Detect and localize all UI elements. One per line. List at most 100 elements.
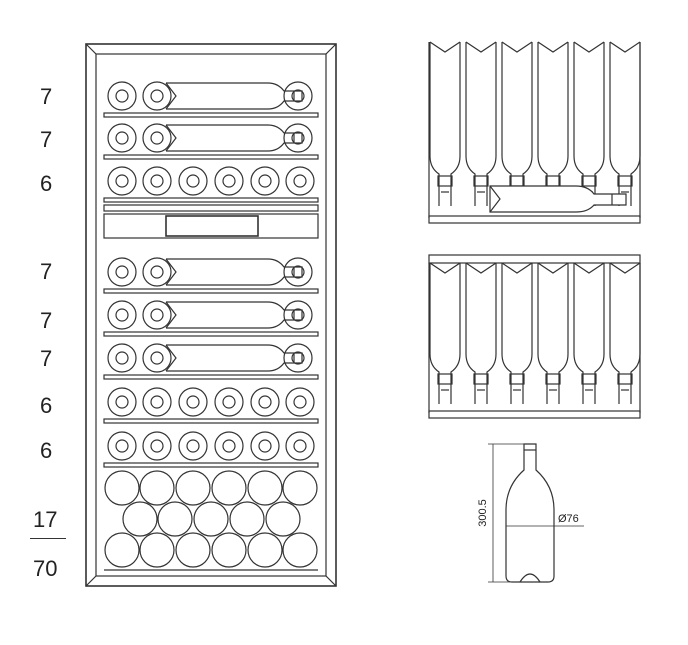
bottle-punt xyxy=(115,308,129,322)
bottle-punt xyxy=(150,131,164,145)
bottle-end xyxy=(193,501,229,537)
bottle-standing xyxy=(429,41,461,206)
shelf-detail-view-upper xyxy=(428,41,641,224)
bottle-base-notch xyxy=(465,41,497,53)
bottle-body xyxy=(429,263,461,404)
bottle-end xyxy=(107,81,137,111)
bottle-end xyxy=(283,300,313,330)
bottle-body xyxy=(501,42,533,206)
bottle-standing xyxy=(501,41,533,206)
frame-corner xyxy=(325,43,337,55)
shelf-rail xyxy=(103,418,319,424)
bottle-punt xyxy=(258,174,272,188)
bottle-end xyxy=(107,123,137,153)
bottle-base-notch xyxy=(537,262,569,274)
bottle-base-notch xyxy=(165,258,177,286)
shelf-rail xyxy=(103,197,319,203)
bottle-end xyxy=(282,470,318,506)
bottle-punt xyxy=(293,439,307,453)
shelf-rail xyxy=(103,374,319,380)
bottle-base-notch xyxy=(573,262,605,274)
bottle-base-notch xyxy=(489,185,501,213)
bottle-end xyxy=(139,532,175,568)
bottle-end xyxy=(265,501,301,537)
bottle-neck xyxy=(581,175,597,187)
bottle-end xyxy=(178,166,208,196)
bottle-end xyxy=(142,431,172,461)
bottle-body xyxy=(489,185,627,213)
cabinet-front-view xyxy=(85,43,337,587)
bottle-punt xyxy=(293,395,307,409)
bottle-body xyxy=(573,263,605,404)
bottle-body xyxy=(609,263,641,404)
frame-corner xyxy=(325,575,337,587)
bottle-end xyxy=(247,532,283,568)
bottle-end xyxy=(250,387,280,417)
bottle-end xyxy=(107,257,137,287)
bottle-lying-side xyxy=(165,301,303,329)
bottle-end xyxy=(104,532,140,568)
bottle-base-notch xyxy=(465,262,497,274)
bottle-punt xyxy=(186,174,200,188)
bottle-punt xyxy=(150,174,164,188)
diameter-label: Ø76 xyxy=(558,513,579,525)
bottle-standing xyxy=(429,262,461,404)
bottle-end xyxy=(282,532,318,568)
bottle-punt xyxy=(291,351,305,365)
shelf-rail xyxy=(103,154,319,160)
bottle-base-notch xyxy=(609,41,641,53)
bottle-end xyxy=(283,257,313,287)
bottle-neck xyxy=(473,373,489,385)
bottle-body xyxy=(537,263,569,404)
bottle-punt xyxy=(150,395,164,409)
shelf-count-6: 7 xyxy=(40,346,53,371)
bottle-end xyxy=(178,387,208,417)
bottle-standing xyxy=(573,41,605,206)
control-panel-display xyxy=(165,215,259,237)
bottle-body xyxy=(166,258,303,286)
bottle-standing xyxy=(609,41,641,206)
detail-shelf xyxy=(428,410,641,419)
bottle-standing xyxy=(465,262,497,404)
bottle-body xyxy=(465,263,497,404)
bottle-end xyxy=(285,431,315,461)
bottle-neck xyxy=(509,175,525,187)
shelf-rail xyxy=(103,462,319,468)
bottle-base-notch xyxy=(165,344,177,372)
bottle-end xyxy=(229,501,265,537)
bottle-punt xyxy=(115,265,129,279)
bottle-end xyxy=(214,431,244,461)
bottle-end xyxy=(211,532,247,568)
bottle-body xyxy=(609,42,641,206)
frame-corner xyxy=(85,575,97,587)
bottle-standing xyxy=(465,41,497,206)
bottle-body xyxy=(166,344,303,372)
bottle-punt xyxy=(150,439,164,453)
bottle-punt xyxy=(291,89,305,103)
bottle-end xyxy=(175,532,211,568)
shelf-count-3: 6 xyxy=(40,171,53,196)
cabinet-outer-frame xyxy=(85,43,337,587)
bottle-base-notch xyxy=(165,301,177,329)
divider-rail xyxy=(103,204,319,212)
bottle-end xyxy=(142,123,172,153)
bottle-punt xyxy=(115,351,129,365)
bottle-end xyxy=(142,166,172,196)
shelf-count-8: 6 xyxy=(40,438,53,463)
bottle-end xyxy=(104,470,140,506)
bottle-punt xyxy=(258,395,272,409)
bottle-end xyxy=(139,470,175,506)
bottle-body xyxy=(166,82,303,110)
shelf-rail xyxy=(103,331,319,337)
bottle-base-notch xyxy=(501,262,533,274)
bottle-end xyxy=(107,387,137,417)
bottle-punt xyxy=(115,131,129,145)
bottle-punt xyxy=(150,308,164,322)
bottle-body xyxy=(501,263,533,404)
bottle-punt xyxy=(293,174,307,188)
total-divider xyxy=(30,538,66,539)
shelf-count-1: 7 xyxy=(40,84,53,109)
bottle-end xyxy=(285,166,315,196)
bottle-punt xyxy=(186,439,200,453)
